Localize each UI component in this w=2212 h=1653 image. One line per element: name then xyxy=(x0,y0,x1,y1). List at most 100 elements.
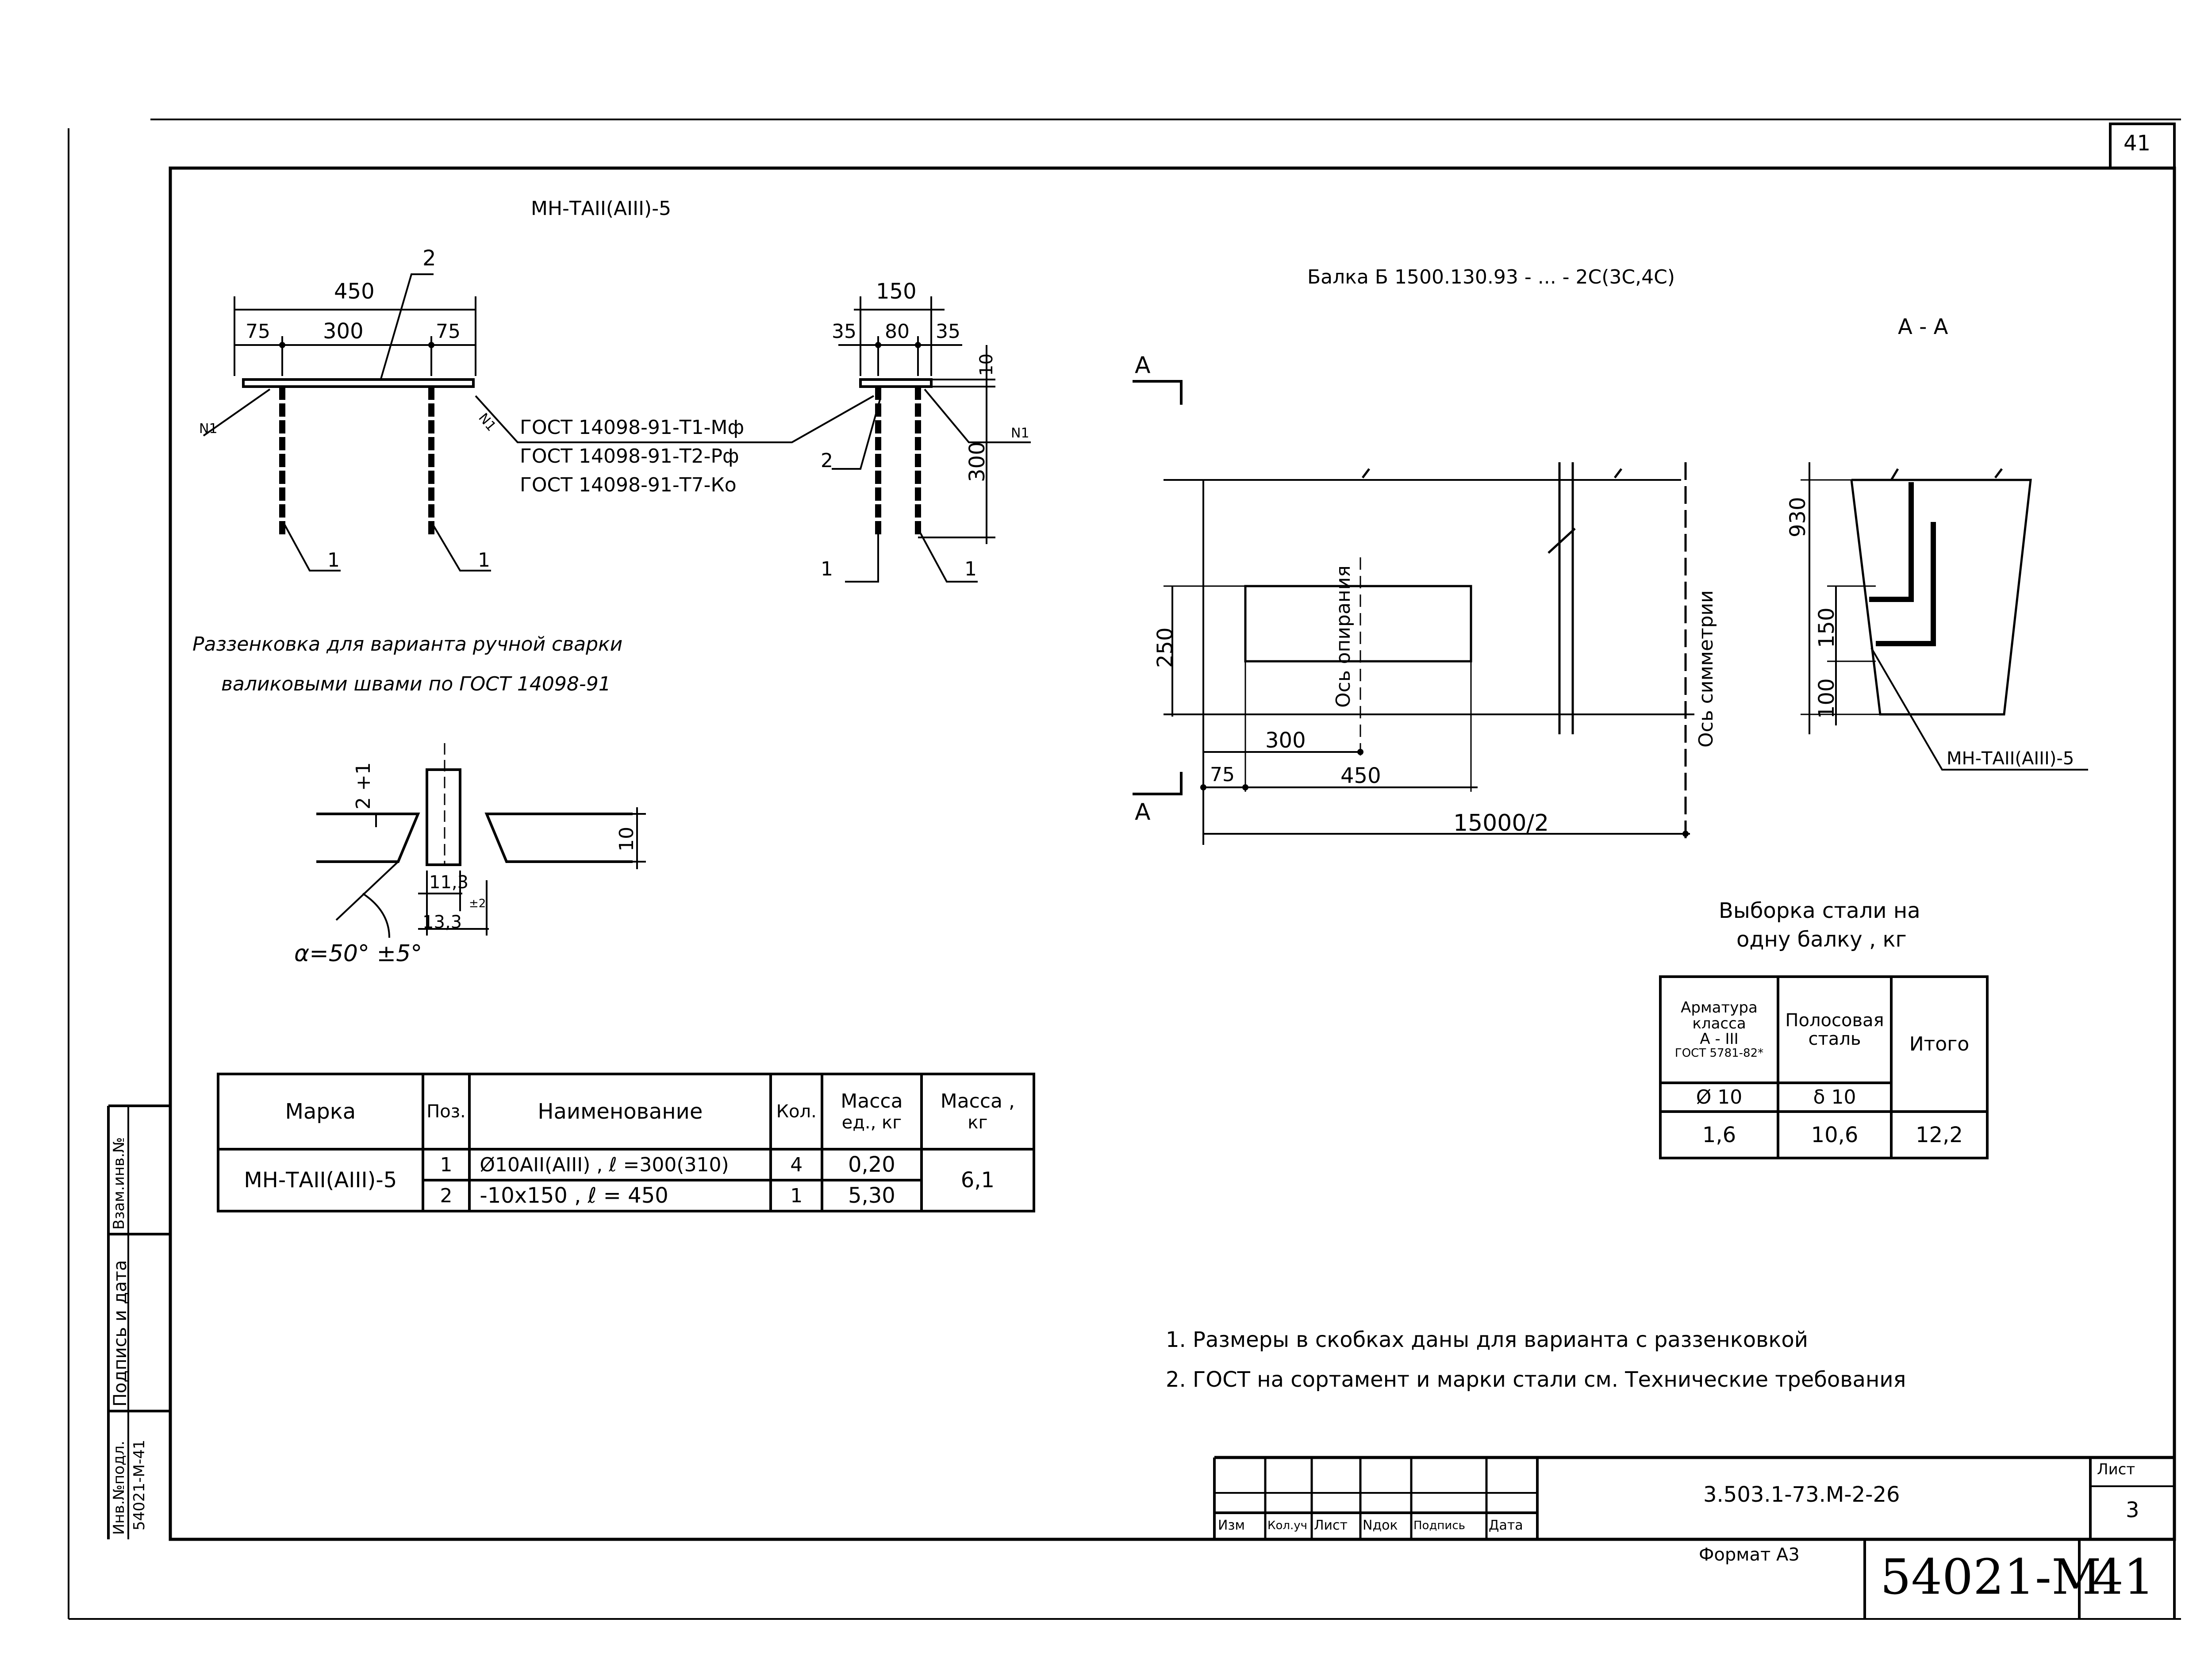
detail2-dim-thk: 10 xyxy=(976,353,997,376)
section-title: А - А xyxy=(1898,314,1948,339)
beam-title: Балка Б 1500.130.93 - ... - 2С(3С,4С) xyxy=(1307,266,1675,288)
steel-header-rebar: Арматура класса А - III ГОСТ 5781-82* xyxy=(1659,975,1779,1084)
spec-header-pos: Поз. xyxy=(421,1073,471,1151)
spec-row2-pos: 2 xyxy=(421,1179,471,1212)
note-1: 1. Размеры в скобках даны для варианта с… xyxy=(1166,1327,1808,1352)
detail1-pos1-left: 1 xyxy=(327,549,340,571)
detail2-pos2: 2 xyxy=(821,449,833,472)
spec-h-mass-1: Масса , xyxy=(940,1089,1015,1112)
list-label: Лист xyxy=(2097,1461,2135,1478)
detail2-dim-c: 35 xyxy=(936,320,960,343)
weld-angle: α=50° ±5° xyxy=(294,940,422,967)
stamp-sheet: 41 xyxy=(2093,1549,2154,1605)
steel-h-rebar-1: Арматура xyxy=(1681,998,1758,1016)
gost-line-2: ГОСТ 14098-91-Т2-Рф xyxy=(520,445,739,468)
weld-dim-133: 13,3 xyxy=(422,912,462,932)
steel-title-line2: одну балку , кг xyxy=(1736,927,1907,952)
section-mark-bottom: А xyxy=(1135,799,1151,825)
weld-dim-113: 11,3 xyxy=(429,872,469,893)
steel-sub-strip: δ 10 xyxy=(1777,1082,1893,1113)
steel-h-rebar-2: класса xyxy=(1692,1014,1746,1032)
gost-line-3: ГОСТ 14098-91-Т7-Ко xyxy=(520,474,737,496)
stamp-number: 54021-M xyxy=(1880,1549,2101,1605)
axis-support-label: Ось опирания xyxy=(1332,565,1355,708)
gost-line-1: ГОСТ 14098-91-Т1-Мф xyxy=(520,416,745,439)
weld-title-line2: валиковыми швами по ГОСТ 14098-91 xyxy=(221,673,611,695)
tb-header-list: Лист xyxy=(1314,1518,1348,1533)
detail1-dim-b: 300 xyxy=(323,319,364,344)
steel-title-line1: Выборка стали на xyxy=(1719,898,1920,923)
detail2-dim-a: 35 xyxy=(832,320,856,343)
tb-header-data: Дата xyxy=(1489,1518,1523,1533)
detail1-pos1-right: 1 xyxy=(478,549,490,571)
steel-table: Арматура класса А - III ГОСТ 5781-82* По… xyxy=(1659,975,1989,1159)
steel-h-strip-2: сталь xyxy=(1808,1029,1861,1049)
spec-row-2: 2 -10x150 , ℓ = 450 1 5,30 xyxy=(218,1179,1034,1212)
spec-h-mass-2: кг xyxy=(968,1112,988,1133)
tb-header-podpis: Подпись xyxy=(1413,1519,1465,1532)
spec-header-name: Наименование xyxy=(468,1073,772,1151)
detail1-dim-total: 450 xyxy=(334,279,375,304)
detail2-pos1-right: 1 xyxy=(964,558,977,580)
spec-row-1: МН-ТАII(AIII)-5 1 Ø10AII(AIII) , ℓ =300(… xyxy=(217,1148,1036,1212)
detail1-dim-a: 75 xyxy=(246,320,270,343)
detail1-n1-left: N1 xyxy=(199,421,218,437)
spec-row2-unit-mass: 5,30 xyxy=(821,1179,923,1212)
document-code: 3.503.1-73.М-2-26 xyxy=(1703,1482,1900,1507)
section-dim-150: 150 xyxy=(1814,607,1839,648)
spec-h-unit-mass-2: ед., кг xyxy=(841,1112,902,1133)
weld-title-line1: Раззенковка для варианта ручной сварки xyxy=(192,633,623,656)
beam-dim-half-span: 15000/2 xyxy=(1453,810,1549,836)
vzam-label: Взам.инв.№ xyxy=(110,1137,128,1230)
steel-header-strip: Полосовая сталь xyxy=(1777,975,1893,1084)
tb-header-ndok: Nдок xyxy=(1363,1518,1398,1533)
spec-header-mass: Масса , кг xyxy=(920,1073,1036,1151)
spec-row1-name: Ø10AII(AIII) , ℓ =300(310) xyxy=(468,1148,772,1181)
detail2-dim-h: 300 xyxy=(965,441,990,482)
detail2-dim-b: 80 xyxy=(885,320,910,343)
steel-value-rebar: 1,6 xyxy=(1659,1110,1779,1159)
spec-header-qty: Кол. xyxy=(769,1073,824,1151)
format-label: Формат А3 xyxy=(1699,1545,1800,1565)
spec-row2-name: -10x150 , ℓ = 450 xyxy=(468,1179,772,1212)
spec-header-mark: Марка xyxy=(217,1073,424,1151)
steel-sub-rebar: Ø 10 xyxy=(1659,1082,1779,1113)
section-label: МН-ТАII(AIII)-5 xyxy=(1947,748,2074,769)
spec-mark: МН-ТАII(AIII)-5 xyxy=(217,1148,424,1212)
section-mark-top: А xyxy=(1135,352,1151,379)
weld-tolerance: ±2 xyxy=(469,897,486,910)
note-2: 2. ГОСТ на сортамент и марки стали см. Т… xyxy=(1166,1367,1906,1392)
tb-header-kol: Кол.уч xyxy=(1267,1519,1307,1532)
steel-h-rebar-4: ГОСТ 5781-82* xyxy=(1674,1046,1764,1060)
axis-symmetry-label: Ось симметрии xyxy=(1695,590,1717,748)
spec-row1-unit-mass: 0,20 xyxy=(821,1148,923,1181)
spec-row1-qty: 4 xyxy=(769,1148,824,1181)
tb-header-izm: Изм xyxy=(1218,1518,1245,1533)
spec-row2-qty: 1 xyxy=(769,1179,824,1212)
title-block-headers: Изм Кол.уч Лист Nдок Подпись Дата xyxy=(1214,1514,1537,1538)
spec-total-mass: 6,1 xyxy=(920,1148,1036,1212)
inv-label: Инв.№подл. xyxy=(110,1441,128,1535)
detail2-pos1-left: 1 xyxy=(821,558,833,580)
detail1-dim-c: 75 xyxy=(436,320,461,343)
corner-sheet-number: 41 xyxy=(2124,131,2151,156)
inv-value: 54021-М-41 xyxy=(131,1439,148,1530)
detail2-n1: N1 xyxy=(1011,426,1029,441)
section-dim-100: 100 xyxy=(1814,678,1839,719)
list-number: 3 xyxy=(2126,1498,2139,1523)
detail2-dim-total: 150 xyxy=(876,279,917,304)
weld-dim-gap: 2 +1 xyxy=(352,762,375,809)
steel-value-total: 12,2 xyxy=(1890,1110,1989,1159)
sign-date-label: Подпись и дата xyxy=(110,1260,131,1407)
steel-header-total: Итого xyxy=(1890,975,1989,1113)
steel-value-strip: 10,6 xyxy=(1777,1110,1893,1159)
beam-dim-250: 250 xyxy=(1153,627,1178,668)
detail1-title: МН-ТАII(AIII)-5 xyxy=(531,197,672,220)
steel-h-strip-1: Полосовая xyxy=(1785,1010,1884,1031)
beam-dim-450: 450 xyxy=(1340,763,1381,788)
spec-header-unit-mass: Масса ед., кг xyxy=(821,1073,923,1151)
beam-dim-300: 300 xyxy=(1265,728,1306,753)
steel-h-rebar-3: А - III xyxy=(1700,1030,1739,1048)
spec-row1-pos: 1 xyxy=(421,1148,471,1181)
